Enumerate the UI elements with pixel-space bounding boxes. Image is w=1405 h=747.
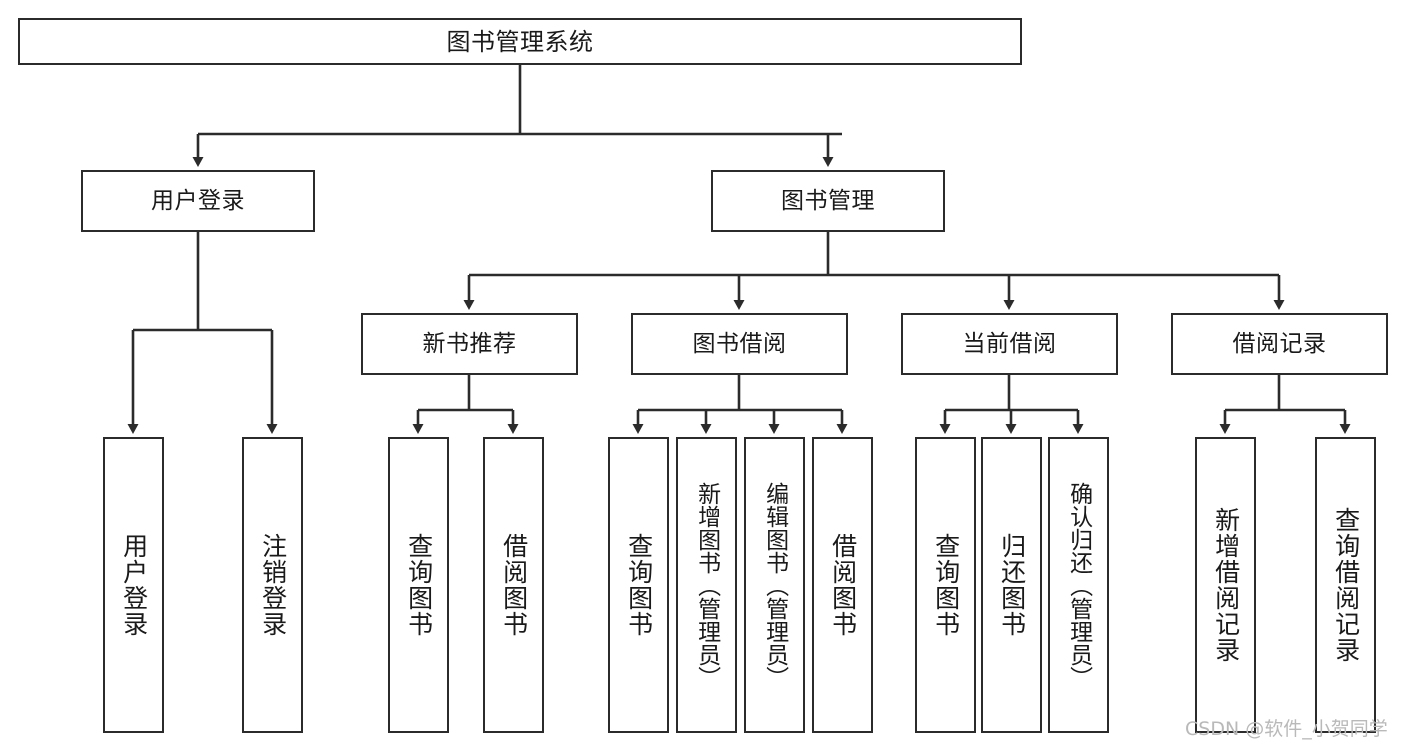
node-leaf-query-borrow-record-label: 查询借阅记录: [1331, 507, 1361, 663]
node-leaf-borrow-query-book-label: 查询图书: [624, 533, 654, 637]
node-leaf-newbook-borrow-book[interactable]: 借阅图书: [483, 437, 544, 733]
node-leaf-logout[interactable]: 注销登录: [242, 437, 303, 733]
node-leaf-confirm-return-admin-label: 确认归还（管理员）: [1065, 481, 1092, 689]
node-leaf-add-book-admin[interactable]: 新增图书（管理员）: [676, 437, 737, 733]
node-root-label: 图书管理系统: [446, 27, 594, 56]
node-current-borrow[interactable]: 当前借阅: [901, 313, 1118, 375]
node-leaf-return-book[interactable]: 归还图书: [981, 437, 1042, 733]
node-book-borrow-label: 图书借阅: [692, 330, 787, 357]
node-new-book-recommend[interactable]: 新书推荐: [361, 313, 578, 375]
node-leaf-confirm-return-admin[interactable]: 确认归还（管理员）: [1048, 437, 1109, 733]
watermark: CSDN @软件_小贺同学: [1185, 718, 1388, 740]
node-leaf-edit-book-admin[interactable]: 编辑图书（管理员）: [744, 437, 805, 733]
node-book-management-label: 图书管理: [781, 187, 875, 214]
node-user-login[interactable]: 用户登录: [81, 170, 315, 232]
node-leaf-current-query-book[interactable]: 查询图书: [915, 437, 976, 733]
node-leaf-add-borrow-record-label: 新增借阅记录: [1211, 507, 1241, 663]
node-leaf-newbook-borrow-book-label: 借阅图书: [499, 533, 529, 637]
node-leaf-borrow-query-book[interactable]: 查询图书: [608, 437, 669, 733]
node-leaf-edit-book-admin-label: 编辑图书（管理员）: [761, 481, 788, 689]
node-borrow-record[interactable]: 借阅记录: [1171, 313, 1388, 375]
node-root[interactable]: 图书管理系统: [18, 18, 1022, 65]
node-leaf-user-login-label: 用户登录: [119, 533, 149, 637]
node-book-management[interactable]: 图书管理: [711, 170, 945, 232]
node-leaf-newbook-query-book-label: 查询图书: [404, 533, 434, 637]
node-book-borrow[interactable]: 图书借阅: [631, 313, 848, 375]
node-leaf-current-query-book-label: 查询图书: [931, 533, 961, 637]
node-leaf-borrow-book-label: 借阅图书: [828, 533, 858, 637]
node-current-borrow-label: 当前借阅: [962, 330, 1057, 357]
node-leaf-add-book-admin-label: 新增图书（管理员）: [693, 481, 720, 689]
node-leaf-return-book-label: 归还图书: [997, 533, 1027, 637]
node-leaf-user-login[interactable]: 用户登录: [103, 437, 164, 733]
node-leaf-logout-label: 注销登录: [258, 533, 288, 637]
node-new-book-recommend-label: 新书推荐: [422, 330, 517, 357]
node-leaf-borrow-book[interactable]: 借阅图书: [812, 437, 873, 733]
node-user-login-label: 用户登录: [151, 187, 245, 214]
node-leaf-query-borrow-record[interactable]: 查询借阅记录: [1315, 437, 1376, 733]
node-leaf-newbook-query-book[interactable]: 查询图书: [388, 437, 449, 733]
node-leaf-add-borrow-record[interactable]: 新增借阅记录: [1195, 437, 1256, 733]
node-borrow-record-label: 借阅记录: [1232, 330, 1327, 357]
